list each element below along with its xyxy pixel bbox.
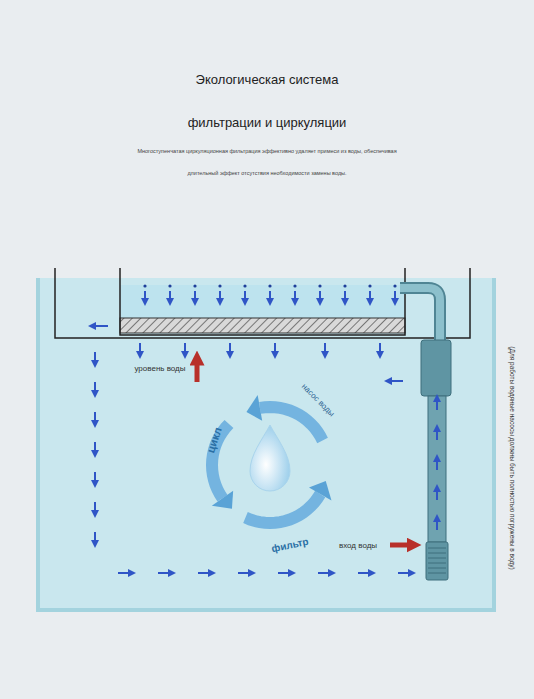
flow-arrow — [238, 572, 252, 574]
flow-arrow — [94, 382, 96, 394]
flow-arrow — [94, 442, 96, 454]
cycle-arc — [260, 407, 323, 440]
drip-dot — [268, 284, 271, 287]
pump-intake — [426, 542, 448, 580]
tray-water — [120, 285, 405, 318]
cycle-arrowhead — [212, 491, 233, 509]
pump-tube — [428, 396, 446, 542]
label: (Для работы водяные насосы должны быть п… — [509, 346, 516, 569]
intake-rib — [428, 568, 446, 569]
flow-arrow — [195, 358, 200, 382]
flow-arrow — [184, 343, 186, 355]
flow-arrow — [139, 343, 141, 355]
cycle-arrowhead — [309, 481, 332, 501]
drip-dot — [343, 284, 346, 287]
drip-dot — [318, 284, 321, 287]
flow-arrow — [144, 291, 146, 302]
flow-arrow — [269, 291, 271, 302]
cycle-arrowhead — [246, 395, 262, 421]
drip-dot — [393, 284, 396, 287]
flow-arrow — [436, 518, 438, 530]
flow-arrow — [94, 502, 96, 514]
flow-arrows — [92, 284, 446, 573]
outlet-pipe — [400, 288, 440, 342]
intake-rib — [428, 573, 446, 574]
flow-arrow — [344, 291, 346, 302]
flow-arrow — [436, 428, 438, 440]
intake-rib — [428, 558, 446, 559]
drip-dot — [368, 284, 371, 287]
drip-dot — [193, 284, 196, 287]
caption: Многоступенчатая циркуляционная фильтрац… — [132, 140, 402, 184]
flow-arrow — [244, 291, 246, 302]
pump-motor — [421, 340, 451, 396]
flow-arrow — [118, 572, 132, 574]
flow-arrow — [436, 458, 438, 470]
filter-media — [120, 318, 405, 333]
flow-arrow — [94, 532, 96, 544]
flow-arrow — [379, 343, 381, 355]
flow-arrow — [194, 291, 196, 302]
flow-arrow — [324, 343, 326, 355]
drip-dot — [143, 284, 146, 287]
flow-arrow — [278, 572, 292, 574]
intake-rib — [428, 563, 446, 564]
flow-arrow — [274, 343, 276, 355]
drip-dot — [293, 284, 296, 287]
flow-arrow — [436, 488, 438, 500]
cycle-arrows — [212, 395, 332, 523]
flow-arrow — [390, 543, 414, 548]
tank-water — [38, 278, 494, 610]
flow-arrow — [94, 352, 96, 364]
flow-arrow — [92, 325, 108, 327]
filter-box — [55, 268, 470, 338]
cycle-arc — [245, 494, 320, 523]
flow-arrow — [94, 472, 96, 484]
flow-arrow — [294, 291, 296, 302]
flow-arrow — [436, 398, 438, 410]
drip-dot — [243, 284, 246, 287]
water-drop — [250, 425, 290, 491]
drip-dot — [218, 284, 221, 287]
flow-arrow — [198, 572, 212, 574]
tank-wall — [38, 278, 494, 610]
label: уровень воды — [134, 364, 185, 373]
flow-arrow — [319, 291, 321, 302]
flow-arrow — [158, 572, 172, 574]
intake-rib — [428, 548, 446, 549]
flow-arrow — [398, 572, 412, 574]
outlet-pipe-inner — [400, 288, 440, 342]
flow-arrow — [358, 572, 372, 574]
flow-arrow — [94, 412, 96, 424]
flow-arrow — [229, 343, 231, 355]
flow-arrow — [219, 291, 221, 302]
flow-arrow — [318, 572, 332, 574]
flow-arrow — [169, 291, 171, 302]
label: вход воды — [339, 541, 377, 550]
intake-rib — [428, 553, 446, 554]
flow-arrow — [388, 380, 403, 382]
drip-dot — [168, 284, 171, 287]
filter-tray — [120, 268, 405, 335]
flow-arrow — [369, 291, 371, 302]
title: Экологическая система фильтрации и цирку… — [167, 58, 367, 144]
flow-arrow — [394, 291, 396, 302]
